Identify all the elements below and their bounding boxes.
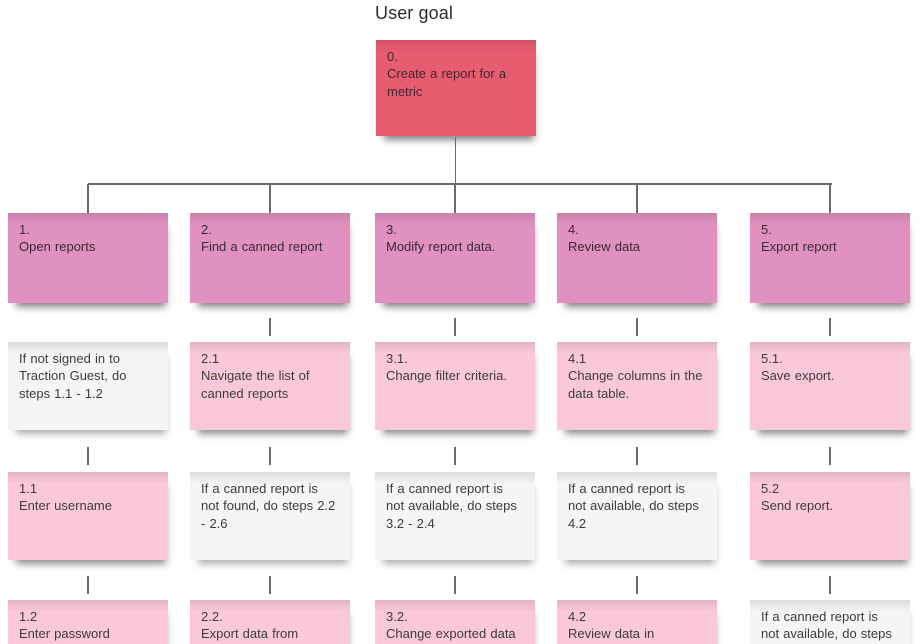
step-connector-tick (454, 447, 456, 465)
note-text: Enter username (19, 498, 112, 514)
note-text: Send report. (761, 498, 834, 514)
note-id: 2. (201, 222, 212, 237)
condition-note[interactable]: If a canned report is not available, do … (375, 472, 535, 560)
note-text: Create a report for a metric (387, 66, 507, 99)
task-column-1: 1. Open reports If not signed in to Tracti… (8, 213, 168, 644)
condition-note[interactable]: If not signed in to Traction Guest, do s… (8, 342, 168, 430)
note-id: 5.1. (761, 351, 783, 366)
step-connector-tick (636, 576, 638, 594)
step-connector-tick (269, 576, 271, 594)
note-id: 2.2. (201, 609, 223, 624)
note-text: If a canned report is not available, do … (386, 481, 517, 531)
root-goal-note[interactable]: 0. Create a report for a metric (376, 40, 536, 136)
task-header-note[interactable]: 1. Open reports (8, 213, 168, 303)
step-connector-tick (87, 447, 89, 465)
step-connector-tick (829, 447, 831, 465)
note-id: 1. (19, 222, 30, 237)
note-text: Export report (761, 239, 837, 255)
note-id: 5.2 (761, 481, 780, 496)
note-text: Save export. (761, 368, 835, 384)
task-header-note[interactable]: 5. Export report (750, 213, 910, 303)
task-header-note[interactable]: 3. Modify report data. (375, 213, 535, 303)
note-text: Change filter criteria. (386, 368, 507, 384)
branch-drop-connector (636, 184, 638, 213)
branch-drop-connector (87, 184, 89, 213)
note-id: 2.1 (201, 351, 220, 366)
note-text: Change columns in the data table. (568, 368, 703, 401)
note-text: If not signed in to Traction Guest, do s… (19, 351, 127, 401)
note-id: 4.1 (568, 351, 587, 366)
task-header-note[interactable]: 4. Review data (557, 213, 717, 303)
step-connector-tick (87, 576, 89, 594)
step-connector-tick (454, 576, 456, 594)
step-connector-tick (829, 576, 831, 594)
note-id: 1.1 (19, 481, 38, 496)
root-stem-connector (454, 137, 456, 183)
note-text: Navigate the list of canned reports (201, 368, 310, 401)
note-id: 1.2 (19, 609, 38, 624)
condition-note[interactable]: If a canned report is not found, do step… (190, 472, 350, 560)
note-id: 3. (386, 222, 397, 237)
task-header-note[interactable]: 2. Find a canned report (190, 213, 350, 303)
note-text: If a canned report is not available, do … (568, 481, 699, 531)
note-text: Open reports (19, 239, 96, 255)
note-id: 3.1. (386, 351, 408, 366)
condition-note[interactable]: If a canned report is not available, do … (557, 472, 717, 560)
branch-drop-connector (269, 184, 271, 213)
note-text: Review data (568, 239, 641, 255)
note-id: 4. (568, 222, 579, 237)
note-text: Enter password (19, 626, 110, 642)
step-connector-tick (269, 318, 271, 336)
branch-bus-connector (88, 183, 832, 185)
step-note[interactable]: 5.1. Save export. (750, 342, 910, 430)
note-id: 3.2. (386, 609, 408, 624)
note-text: Modify report data. (386, 239, 496, 255)
note-text: Review data in (568, 626, 655, 642)
note-text: Find a canned report (201, 239, 323, 255)
note-id: 5. (761, 222, 772, 237)
note-text: If a canned report is not available, do … (761, 609, 892, 642)
note-text: Export data from (201, 626, 299, 642)
step-note[interactable]: 2.2. Export data from (190, 600, 350, 644)
step-connector-tick (636, 447, 638, 465)
note-text: If a canned report is not found, do step… (201, 481, 336, 531)
step-note[interactable]: 3.1. Change filter criteria. (375, 342, 535, 430)
note-id: 4.2 (568, 609, 587, 624)
task-column-3: 3. Modify report data. 3.1. Change filter c… (375, 213, 535, 644)
condition-note[interactable]: If a canned report is not available, do … (750, 600, 910, 644)
branch-drop-connector (829, 184, 831, 213)
step-connector-tick (269, 447, 271, 465)
note-text: Change exported data (386, 626, 516, 642)
step-connector-tick (636, 318, 638, 336)
step-connector-tick (829, 318, 831, 336)
note-id: 0. (387, 49, 398, 64)
board-title[interactable]: User goal (375, 3, 453, 23)
step-note[interactable]: 3.2. Change exported data (375, 600, 535, 644)
step-connector-tick (454, 318, 456, 336)
branch-drop-connector (454, 184, 456, 213)
